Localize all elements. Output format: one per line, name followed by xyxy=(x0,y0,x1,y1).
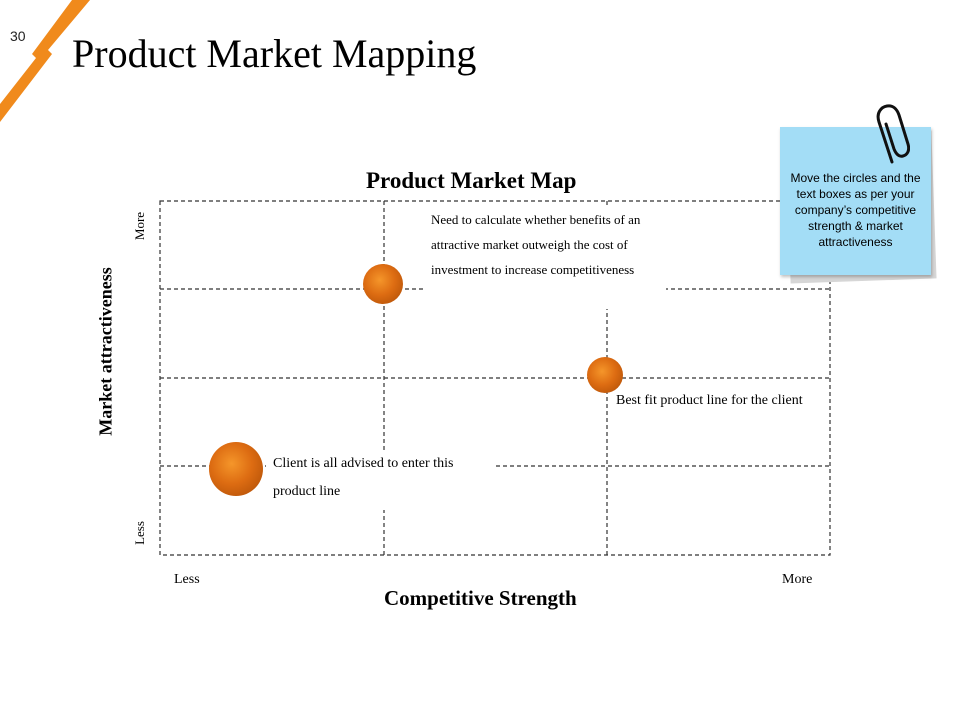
x-axis-title: Competitive Strength xyxy=(384,586,577,610)
y-axis-title: Market attractiveness xyxy=(95,267,116,436)
paperclip-icon xyxy=(876,104,910,164)
map-title: Product Market Map xyxy=(366,168,577,193)
x-axis-min-label: Less xyxy=(174,572,200,587)
slide-number: 30 xyxy=(10,28,26,44)
slide-title: Product Market Mapping xyxy=(72,31,477,76)
product-bubble-high-attractiveness[interactable] xyxy=(363,264,403,304)
x-axis-max-label: More xyxy=(782,572,813,587)
product-bubble-low-strength[interactable] xyxy=(209,442,263,496)
y-axis-max-label: More xyxy=(132,211,147,241)
y-axis-min-label: Less xyxy=(132,521,147,545)
note-best-fit[interactable]: Best fit product line for the client xyxy=(609,387,809,415)
product-bubble-best-fit[interactable] xyxy=(587,357,623,393)
lightning-icon xyxy=(0,0,90,122)
note-investment-tradeoff[interactable]: Need to calculate whether benefits of an… xyxy=(424,207,666,309)
sticky-note[interactable]: Move the circles and the text boxes as p… xyxy=(780,127,931,275)
note-advised-entry[interactable]: Client is all advised to enter this prod… xyxy=(266,450,495,510)
